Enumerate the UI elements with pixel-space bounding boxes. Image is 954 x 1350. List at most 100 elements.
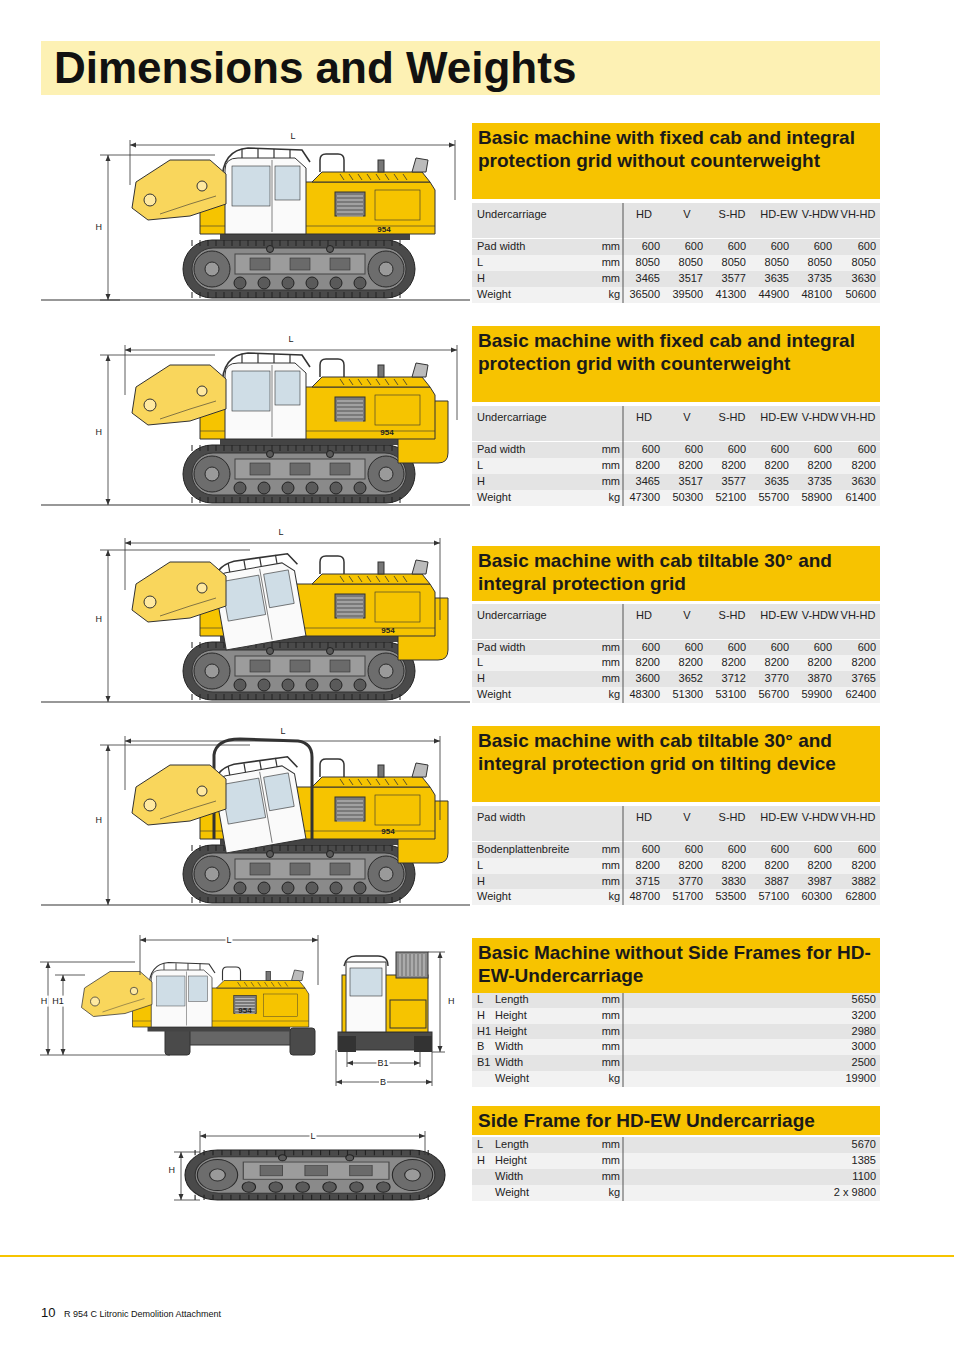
hood-vent <box>349 576 353 582</box>
table-cell: 62800 <box>845 890 876 903</box>
track-shoe <box>344 292 345 298</box>
table-cell: 3600 <box>636 672 660 685</box>
table-header: S-HD <box>719 208 746 221</box>
plate-cutout <box>330 660 350 672</box>
track-frame <box>192 248 406 290</box>
track-shoe <box>384 694 385 700</box>
track-shoe <box>336 292 337 298</box>
grille-slat <box>337 200 363 201</box>
track-shoe <box>248 1195 249 1200</box>
track-shoe <box>192 642 193 648</box>
wheel-hub <box>205 262 219 276</box>
hood-vent <box>367 779 371 785</box>
table-cell: L <box>477 256 483 269</box>
track-shoe <box>195 1150 196 1155</box>
dimension-line <box>440 538 441 620</box>
track-shoe <box>192 897 193 903</box>
table-row-bg <box>472 671 880 687</box>
heading-text: Basic Machine without Side Frames for HD… <box>478 942 874 987</box>
grid-bar <box>289 354 290 363</box>
adapter-edge <box>160 801 216 819</box>
table-background <box>472 806 880 905</box>
table-cell: mm <box>602 256 620 269</box>
crawler-track <box>183 642 415 700</box>
track-shoe <box>240 497 241 503</box>
table-cell: mm <box>602 272 620 285</box>
track-shoe <box>296 694 297 700</box>
table-cell: 2980 <box>852 1025 876 1038</box>
table-cell: Pad width <box>477 641 525 654</box>
table-cell: 1385 <box>852 1154 876 1167</box>
grid-bar <box>228 563 230 572</box>
heading-text: Side Frame for HD-EW Undercarriage <box>478 1110 874 1133</box>
adapter-edge <box>103 999 145 1013</box>
cab-window <box>350 968 382 996</box>
hood-vent <box>403 779 407 785</box>
track-shoe <box>320 445 321 451</box>
track-shoe <box>221 1150 222 1155</box>
table-cell: Weight <box>495 1186 529 1199</box>
dimension-line <box>440 736 441 820</box>
exhaust-hood <box>412 363 428 377</box>
table-cell: 3712 <box>722 672 746 685</box>
track-shoe <box>257 1195 258 1200</box>
side-frame <box>185 1150 445 1200</box>
table-cell: 600 <box>642 641 660 654</box>
table-row-bg <box>472 442 880 458</box>
arrowhead <box>426 1080 432 1085</box>
carbody-foot <box>338 1036 356 1052</box>
table-cell: 8050 <box>722 256 746 269</box>
track-shoe <box>275 1195 276 1200</box>
track-shoe <box>240 240 241 246</box>
arrowhead <box>106 499 111 505</box>
track-shoe <box>400 292 401 298</box>
track-shoe <box>304 292 305 298</box>
track-shoe <box>280 642 281 648</box>
table-cell: 3465 <box>636 475 660 488</box>
track-shoe <box>320 897 321 903</box>
handrail <box>223 967 241 981</box>
dimension-line <box>125 350 457 351</box>
grid-bar <box>273 354 274 363</box>
track-shoe <box>280 845 281 851</box>
table-cell: 600 <box>858 443 876 456</box>
table-cell: mm <box>602 859 620 872</box>
grid-bar <box>200 963 201 970</box>
table-cell: Weight <box>477 288 511 301</box>
idler-wheel <box>194 856 230 892</box>
table-cell: mm <box>602 656 620 669</box>
track-shoe <box>336 445 337 451</box>
carrier-roller <box>267 451 274 458</box>
side-plate <box>235 254 365 274</box>
radiator-fin <box>420 954 421 976</box>
track-roller <box>354 679 366 691</box>
model-number: 954 <box>381 626 394 636</box>
track-shoe <box>352 292 353 298</box>
track-shoe <box>344 497 345 503</box>
table-cell: L <box>477 1138 483 1151</box>
table-row-bg <box>472 655 880 671</box>
table-header-bg <box>472 203 880 238</box>
track-roller <box>330 277 342 289</box>
table-cell: 600 <box>728 843 746 856</box>
dimension-label: H <box>95 427 104 438</box>
boom-adapter <box>82 972 153 1017</box>
track-shoe <box>216 897 217 903</box>
table-cell: 47300 <box>629 491 660 504</box>
table-cell: 8200 <box>636 656 660 669</box>
table-cell: 3652 <box>679 672 703 685</box>
track-shoe <box>360 497 361 503</box>
cab-window <box>264 570 295 608</box>
track-shoe <box>232 497 233 503</box>
track-roller <box>306 482 318 494</box>
crawler-track <box>183 845 415 903</box>
track-shoe <box>336 845 337 851</box>
table-cell: 60300 <box>801 890 832 903</box>
track-shoe <box>336 897 337 903</box>
track-shoe <box>312 845 313 851</box>
cab-window <box>232 371 270 411</box>
table-cell: Height <box>495 1009 527 1022</box>
track-shoe <box>192 292 193 298</box>
excavator-side-view <box>132 739 448 903</box>
door-line <box>260 772 273 843</box>
